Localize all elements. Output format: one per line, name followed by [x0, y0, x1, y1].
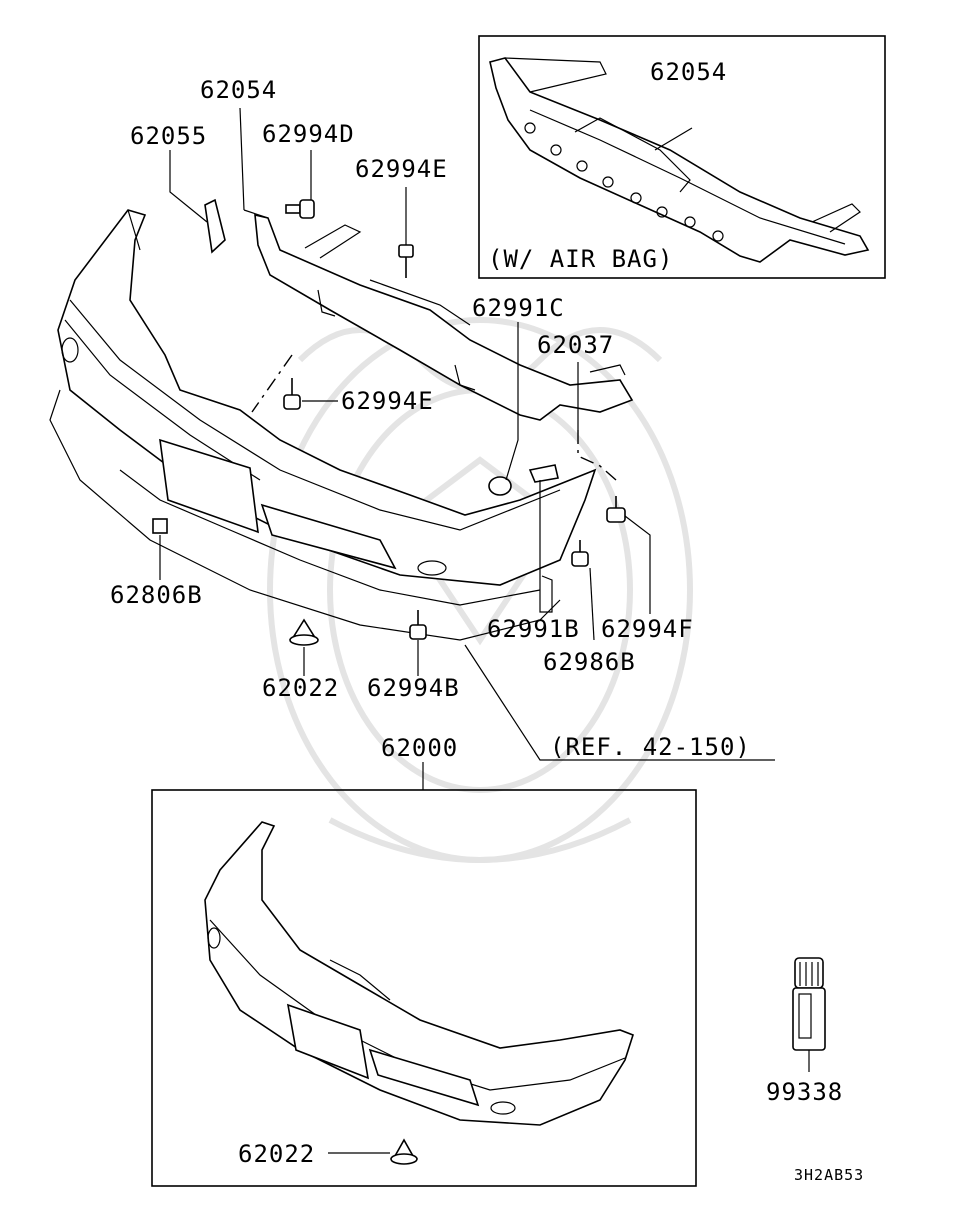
main-reinforcement-bar: [254, 213, 634, 421]
drawing-code: 3H2AB53: [794, 1166, 864, 1184]
airbag-inset-frame: [478, 35, 886, 279]
callout-62055: 62055: [130, 122, 207, 150]
bolt-62994D: [285, 199, 315, 219]
callout-62991B: 62991B: [487, 615, 580, 643]
main-bumper-cover: [49, 209, 597, 641]
assembly-clip-number: 62022: [238, 1140, 315, 1168]
inset-part-number: 62054: [650, 58, 727, 86]
callout-62994B: 62994B: [367, 674, 460, 702]
leader-62994F: [624, 515, 651, 614]
callout-62986B: 62986B: [543, 648, 636, 676]
dashed-line-62994F: [577, 430, 617, 481]
dashed-line-62994E: [251, 354, 293, 413]
leader-ref: [464, 644, 775, 761]
callout-62022: 62022: [262, 674, 339, 702]
bolt-62994B: [409, 610, 427, 640]
callout-62991C: 62991C: [472, 294, 565, 322]
assembly-number: 62000: [381, 734, 458, 762]
bracket-62055: [204, 198, 226, 254]
leader-62991B: [539, 480, 553, 613]
leader-62055: [169, 150, 208, 223]
assembly-clip-62022: [390, 1138, 418, 1165]
leader-62986B: [589, 567, 595, 641]
inset-reinforcement-drawing: [489, 57, 870, 263]
bolt-62986B: [571, 540, 589, 567]
reference-label: (REF. 42-150): [550, 733, 751, 761]
clip-62991C: [488, 476, 512, 496]
leader-inset-62054: [654, 127, 693, 151]
assembly-inset-frame: [151, 789, 697, 1187]
callout-99338: 99338: [766, 1078, 843, 1106]
callout-62037: 62037: [537, 331, 614, 359]
callout-62994E-mid: 62994E: [341, 387, 434, 415]
callout-62994E-top: 62994E: [355, 155, 448, 183]
airbag-inset-label: (W/ AIR BAG): [488, 245, 673, 273]
callout-62994F: 62994F: [601, 615, 694, 643]
leader-62054: [239, 107, 245, 211]
bolt-62994F: [606, 496, 626, 523]
callout-62806B: 62806B: [110, 581, 203, 609]
bolt-62994E-top: [398, 244, 414, 278]
clip-62022: [289, 618, 319, 646]
callout-62054: 62054: [200, 76, 277, 104]
leader-62991C: [505, 322, 519, 481]
nut-62991B: [528, 464, 559, 483]
clip-62806B: [152, 518, 168, 534]
bolt-62994E-mid: [283, 378, 301, 410]
callout-62994D: 62994D: [262, 120, 355, 148]
assembly-bumper-drawing: [204, 821, 634, 1126]
paint-bottle-99338: [792, 957, 826, 1051]
